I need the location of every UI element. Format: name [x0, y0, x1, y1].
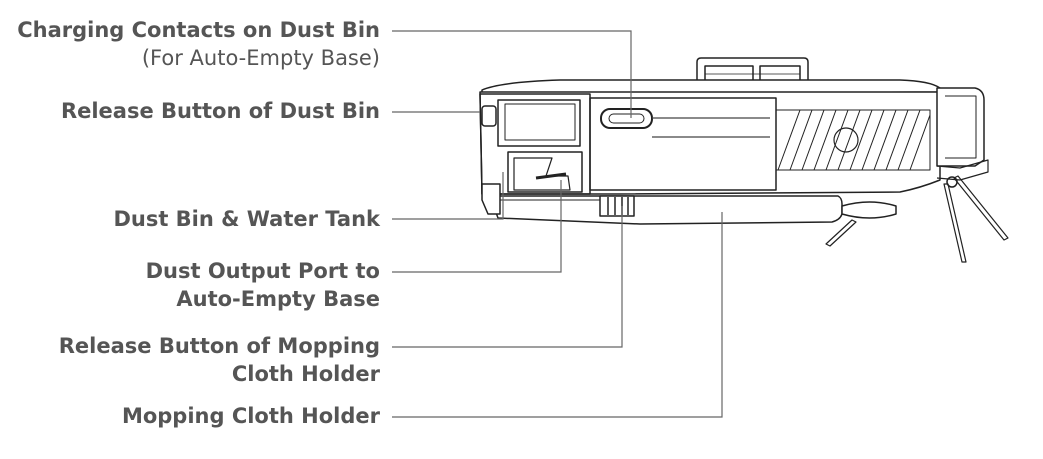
leader-dust-bin-water-tank — [392, 172, 504, 220]
rear-bumper — [936, 87, 985, 167]
lidar-turret — [696, 57, 809, 87]
label-mopping-cloth-holder: Mopping Cloth Holder — [121, 404, 380, 428]
label-release-dust-bin: Release Button of Dust Bin — [60, 99, 380, 123]
leader-mopping-cloth-holder — [392, 212, 723, 418]
dust-bin — [479, 93, 591, 195]
label-dust-output-port-line1: Dust Output Port to — [145, 259, 380, 283]
label-dust-output-port-line2: Auto-Empty Base — [176, 287, 380, 311]
dust-bin-release-button — [481, 105, 497, 127]
vent-grille — [775, 109, 931, 171]
side-brush — [825, 175, 1009, 263]
label-charging-contacts-line2: (For Auto-Empty Base) — [141, 46, 380, 70]
leader-dust-output-port — [392, 180, 562, 273]
mopping-release-button — [599, 195, 635, 217]
robot-body — [479, 91, 941, 195]
label-release-mopping-line1: Release Button of Mopping — [58, 334, 380, 358]
label-charging-contacts-line1: Charging Contacts on Dust Bin — [17, 18, 380, 42]
label-dust-output-port: Dust Output Port to Auto-Empty Base — [146, 257, 380, 313]
label-release-mopping-line2: Cloth Holder — [231, 362, 380, 386]
leader-release-mopping — [392, 206, 623, 348]
label-release-mopping: Release Button of Mopping Cloth Holder — [59, 332, 380, 388]
leader-lines — [392, 30, 770, 418]
leader-charging-contacts — [392, 30, 632, 118]
label-dust-bin-water-tank: Dust Bin & Water Tank — [113, 207, 380, 231]
label-charging-contacts: Charging Contacts on Dust Bin (For Auto-… — [17, 16, 380, 72]
